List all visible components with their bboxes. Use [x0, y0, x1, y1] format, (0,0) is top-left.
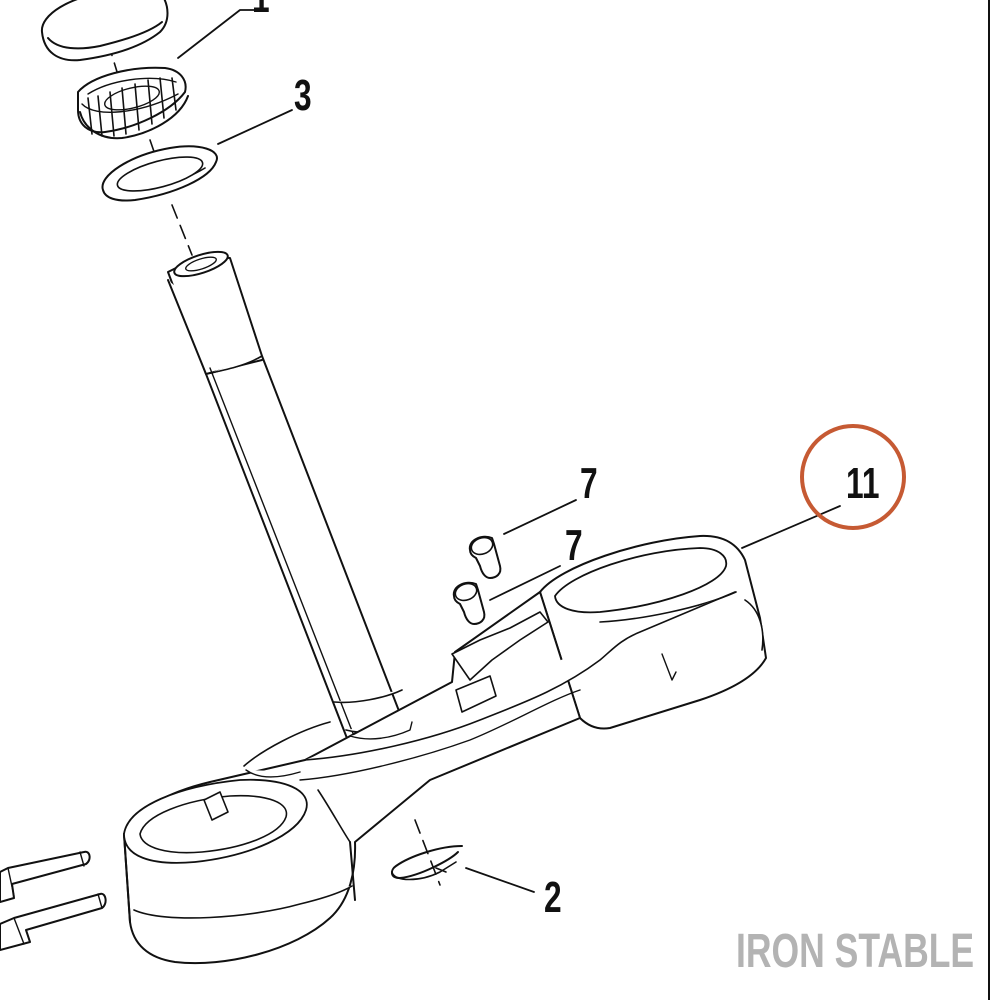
bearing-race-top: [40, 0, 169, 62]
highlight-circle: [800, 424, 906, 530]
callout-label-7-lower: 7: [565, 521, 583, 570]
steering-stem: [167, 250, 409, 747]
tapered-roller-bearing: [77, 66, 189, 140]
circlip: [390, 845, 463, 881]
callout-label-2: 2: [544, 873, 562, 922]
clamp-bolt-upper: [0, 850, 91, 903]
pinch-bolt-lower: [452, 581, 486, 625]
watermark-text: IRON STABLE: [736, 925, 975, 978]
pinch-bolt-upper: [468, 535, 502, 579]
callout-label-7-upper: 7: [580, 459, 598, 508]
callout-label-3: 3: [294, 71, 312, 120]
leader-lines: [177, 9, 841, 893]
frame-border: [988, 0, 1000, 1000]
triple-clamp: [123, 534, 767, 965]
callout-label-11: 11: [846, 459, 880, 508]
clamp-bolt-lower: [0, 892, 107, 951]
dust-seal: [101, 145, 218, 202]
callout-label-1: 1: [252, 0, 270, 20]
